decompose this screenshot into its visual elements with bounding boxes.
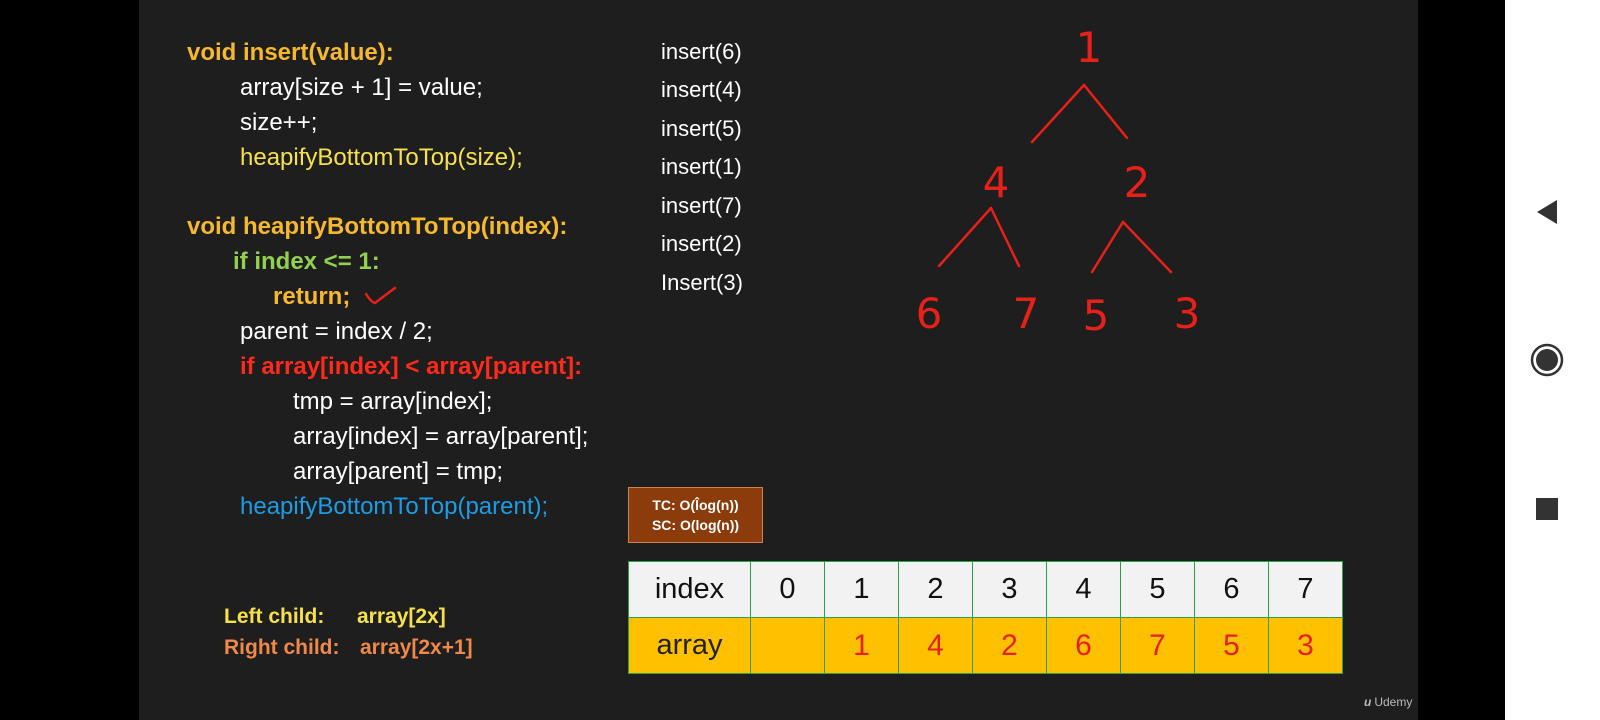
insert-step-4: insert(1) [661, 154, 742, 179]
array-cell: 3 [1268, 617, 1343, 674]
right-child-label: Right child: [224, 636, 340, 659]
index-cell: 0 [750, 561, 825, 618]
right-child-formula: array[2x+1] [360, 636, 473, 659]
array-cell [750, 617, 825, 674]
code-line-swap-tmp: tmp = array[index]; [293, 388, 493, 415]
tree-node-left: 4 [983, 158, 1010, 207]
code-line-return: return; [273, 283, 351, 310]
index-row-label: index [628, 561, 751, 618]
code-line-base-case: if index <= 1: [233, 248, 380, 275]
udemy-logo-text: Udemy [1374, 695, 1413, 709]
index-cell: 4 [1046, 561, 1121, 618]
heapify-signature: void heapifyBottomToTop(index): [187, 213, 568, 240]
space-complexity: SC: O(log(n)) [651, 517, 740, 533]
tree-node-rl: 5 [1083, 291, 1110, 340]
tree-edge-4-right [989, 206, 1021, 268]
left-child-label: Left child: [224, 605, 325, 628]
array-cell: 7 [1120, 617, 1195, 674]
checkmark-icon [364, 286, 397, 305]
array-cell: 6 [1046, 617, 1121, 674]
array-cell: 5 [1194, 617, 1269, 674]
insert-step-5: insert(7) [661, 193, 742, 218]
array-row: array 1 4 2 6 7 5 3 [628, 617, 1343, 674]
index-cell: 6 [1194, 561, 1269, 618]
code-line-heapify-call: heapifyBottomToTop(size); [240, 144, 523, 171]
circle-home-icon[interactable] [1530, 343, 1564, 377]
navigation-bar [1505, 0, 1600, 720]
tree-edge-2-right [1121, 220, 1173, 274]
udemy-logo-icon: u [1364, 695, 1372, 709]
insert-step-2: insert(4) [661, 77, 742, 102]
heap-tree-drawing: 1 4 2 6 7 5 3 [916, 23, 1201, 340]
tree-node-root: 1 [1076, 23, 1103, 72]
array-cell: 1 [824, 617, 899, 674]
index-cell: 5 [1120, 561, 1195, 618]
code-line-parent: parent = index / 2; [240, 318, 433, 345]
square-recents-icon[interactable] [1536, 498, 1558, 520]
index-cell: 3 [972, 561, 1047, 618]
heap-array-table: index 0 1 2 3 4 5 6 7 array 1 4 2 6 7 5 … [628, 561, 1343, 674]
complexity-box: TC: O(l̂og(n)) SC: O(log(n)) [628, 487, 763, 543]
tree-edge-root-right [1082, 83, 1129, 140]
time-complexity: TC: O(l̂og(n)) [652, 497, 739, 513]
insert-step-3: insert(5) [661, 116, 742, 141]
tree-node-ll: 6 [916, 289, 943, 338]
triangle-back-icon[interactable] [1535, 199, 1559, 225]
code-line-increment: size++; [240, 109, 318, 136]
index-cell: 7 [1268, 561, 1343, 618]
tree-edge-root-left [1030, 83, 1086, 144]
tree-edge-2-left [1090, 220, 1125, 274]
index-row: index 0 1 2 3 4 5 6 7 [628, 561, 1343, 618]
insert-step-1: insert(6) [661, 39, 742, 64]
lecture-slide: void insert(value): array[size + 1] = va… [139, 0, 1418, 720]
code-line-assign: array[size + 1] = value; [240, 74, 483, 101]
index-cell: 2 [898, 561, 973, 618]
code-line-recursive-call: heapifyBottomToTop(parent); [240, 493, 549, 520]
index-cell: 1 [824, 561, 899, 618]
array-cell: 2 [972, 617, 1047, 674]
tree-node-rr: 3 [1174, 289, 1201, 338]
insert-signature: void insert(value): [187, 39, 394, 66]
tree-node-lr: 7 [1013, 289, 1040, 338]
left-child-formula: array[2x] [357, 605, 446, 628]
code-line-swap-index: array[index] = array[parent]; [293, 423, 589, 450]
array-cell: 4 [898, 617, 973, 674]
tree-edge-4-left [937, 206, 993, 268]
tree-node-right: 2 [1124, 158, 1151, 207]
code-line-compare: if array[index] < array[parent]: [240, 353, 583, 380]
code-line-swap-parent: array[parent] = tmp; [293, 458, 504, 485]
insert-step-7: Insert(3) [661, 270, 743, 295]
insert-step-6: insert(2) [661, 231, 742, 256]
array-row-label: array [628, 617, 751, 674]
